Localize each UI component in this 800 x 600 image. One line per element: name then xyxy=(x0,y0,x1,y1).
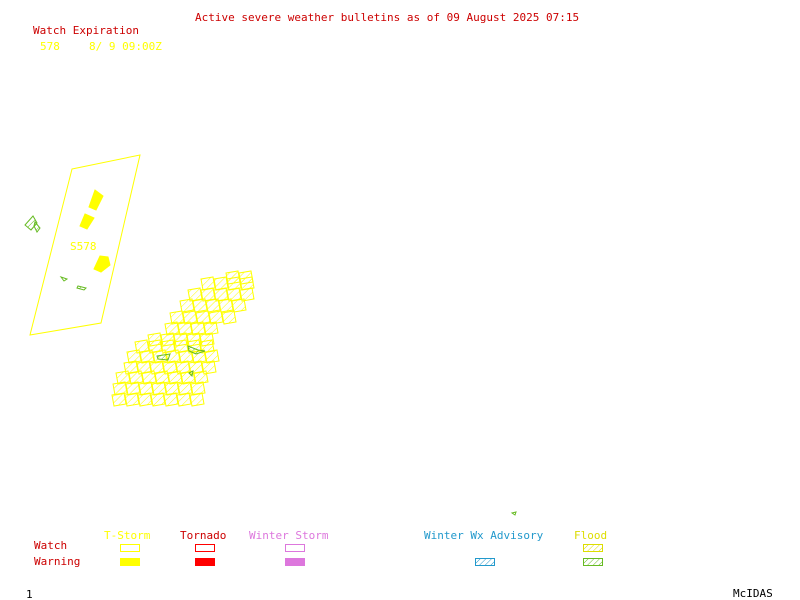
flood-watch-county xyxy=(111,392,127,407)
flood-watch-county xyxy=(177,381,193,396)
flood-watch-county xyxy=(178,349,194,364)
legend-winter-wx-advisory-warning-swatch xyxy=(475,558,495,566)
legend-winter-storm-watch-swatch xyxy=(285,544,305,552)
flood-watch-county xyxy=(154,370,170,385)
flood-warning-polygon xyxy=(187,345,206,355)
flood-watch-county xyxy=(163,392,179,407)
legend-winter-wx-advisory-label: Winter Wx Advisory xyxy=(424,529,544,542)
flood-watch-county xyxy=(218,298,234,313)
flood-warning-polygon xyxy=(510,511,517,516)
flood-watch-county xyxy=(128,370,144,385)
flood-watch-county xyxy=(167,370,183,385)
flood-watch-county xyxy=(204,349,220,364)
watch-expiration-time: 8/ 9 09:00Z xyxy=(89,40,162,53)
flood-watch-county xyxy=(190,321,206,336)
legend-tstorm-warning-swatch xyxy=(120,558,140,566)
flood-watch-county xyxy=(176,392,192,407)
flood-watch-county xyxy=(164,321,180,336)
flood-watch-county xyxy=(115,370,131,385)
flood-watch-county xyxy=(151,381,167,396)
flood-watch-area xyxy=(111,270,255,407)
flood-watch-county xyxy=(112,381,128,396)
legend-tstorm-watch-swatch xyxy=(120,544,140,552)
tstorm-warning-areas xyxy=(79,189,111,273)
flood-watch-county xyxy=(226,276,242,291)
tstorm-warning-polygon xyxy=(88,189,104,211)
flood-watch-county xyxy=(203,321,219,336)
flood-watch-county xyxy=(179,298,195,313)
mcidas-brand: McIDAS xyxy=(733,587,773,600)
flood-watch-county xyxy=(138,381,154,396)
flood-watch-county xyxy=(193,370,209,385)
legend-tornado-label: Tornado xyxy=(180,529,227,542)
tstorm-warning-polygon xyxy=(93,255,111,273)
watch-expiration-label: Watch Expiration xyxy=(33,24,139,37)
flood-watch-county xyxy=(125,381,141,396)
watch-box-578 xyxy=(29,154,141,336)
flood-watch-county xyxy=(150,392,166,407)
legend-tornado-warning-swatch xyxy=(195,558,215,566)
flood-watch-county xyxy=(200,276,216,291)
flood-warning-polygon xyxy=(33,220,41,233)
legend-flood-watch-swatch xyxy=(583,544,603,552)
flood-watch-county xyxy=(164,381,180,396)
legend-tstorm-label: T-Storm xyxy=(104,529,151,542)
flood-watch-county xyxy=(192,298,208,313)
legend-row-warning: Warning xyxy=(34,555,81,568)
legend-tornado-watch-swatch xyxy=(195,544,215,552)
flood-watch-county xyxy=(169,310,185,325)
tstorm-warning-polygon xyxy=(79,213,95,230)
flood-watch-county xyxy=(195,310,211,325)
flood-watch-county xyxy=(231,298,247,313)
legend-winter-storm-warning-swatch xyxy=(285,558,305,566)
flood-watch-county xyxy=(239,287,255,302)
flood-watch-county xyxy=(139,349,155,364)
watch-box-label: S578 xyxy=(70,240,97,253)
flood-watch-county xyxy=(124,392,140,407)
flood-watch-county xyxy=(190,381,206,396)
flood-watch-county xyxy=(221,310,237,325)
flood-warning-polygon xyxy=(188,370,194,378)
flood-watch-county xyxy=(126,349,142,364)
legend-winter-storm-label: Winter Storm xyxy=(249,529,329,542)
flood-watch-county xyxy=(205,298,221,313)
flood-watch-county xyxy=(213,276,229,291)
flood-watch-county xyxy=(182,310,198,325)
flood-watch-county xyxy=(208,310,224,325)
bulletin-title: Active severe weather bulletins as of 09… xyxy=(195,11,580,24)
flood-warning-polygon xyxy=(156,353,171,361)
flood-watch-county xyxy=(141,370,157,385)
legend-row-watch: Watch xyxy=(34,539,68,552)
flood-watch-county xyxy=(239,276,255,291)
flood-warning-areas xyxy=(24,215,517,516)
flood-watch-county xyxy=(177,321,193,336)
watch-number: 578 xyxy=(40,40,60,53)
flood-watch-county xyxy=(189,392,205,407)
flood-watch-county xyxy=(137,392,153,407)
flood-warning-polygon xyxy=(59,276,69,282)
legend-flood-label: Flood xyxy=(574,529,608,542)
legend-flood-warning-swatch xyxy=(583,558,603,566)
flood-warning-polygon xyxy=(76,285,87,291)
frame-number: 1 xyxy=(26,588,33,600)
